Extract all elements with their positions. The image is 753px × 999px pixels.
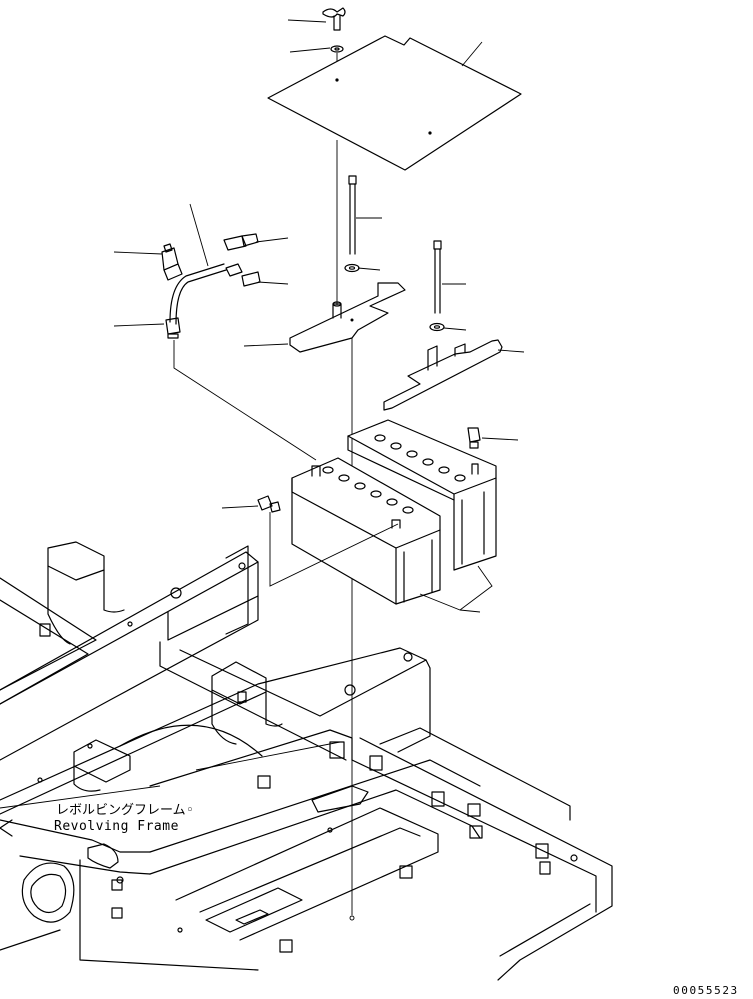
battery-bracket-right bbox=[383, 339, 503, 411]
long-bolt-2 bbox=[433, 240, 442, 314]
frame-label-dot: ◦ bbox=[186, 803, 194, 818]
document-number: 00055523 bbox=[673, 984, 739, 997]
battery-rear bbox=[347, 419, 497, 571]
terminal-clamp-right bbox=[467, 427, 481, 449]
leader-lines bbox=[0, 19, 525, 809]
washer-2 bbox=[429, 322, 445, 332]
revolving-frame bbox=[0, 541, 613, 981]
wing-bolt bbox=[322, 7, 346, 31]
terminal-clamp-left bbox=[257, 495, 281, 513]
battery-cover-plate bbox=[267, 35, 522, 171]
battery-front bbox=[291, 457, 441, 605]
long-bolt-1 bbox=[348, 175, 357, 255]
terminal-cap-right bbox=[223, 233, 259, 251]
washer-1 bbox=[344, 263, 360, 273]
frame-label-en: Revolving Frame bbox=[54, 819, 179, 834]
battery-bracket-left bbox=[289, 282, 406, 353]
washer-top bbox=[330, 45, 344, 53]
terminal-cap-left bbox=[161, 243, 183, 281]
frame-label-jp: レボルビングフレーム bbox=[56, 803, 186, 818]
